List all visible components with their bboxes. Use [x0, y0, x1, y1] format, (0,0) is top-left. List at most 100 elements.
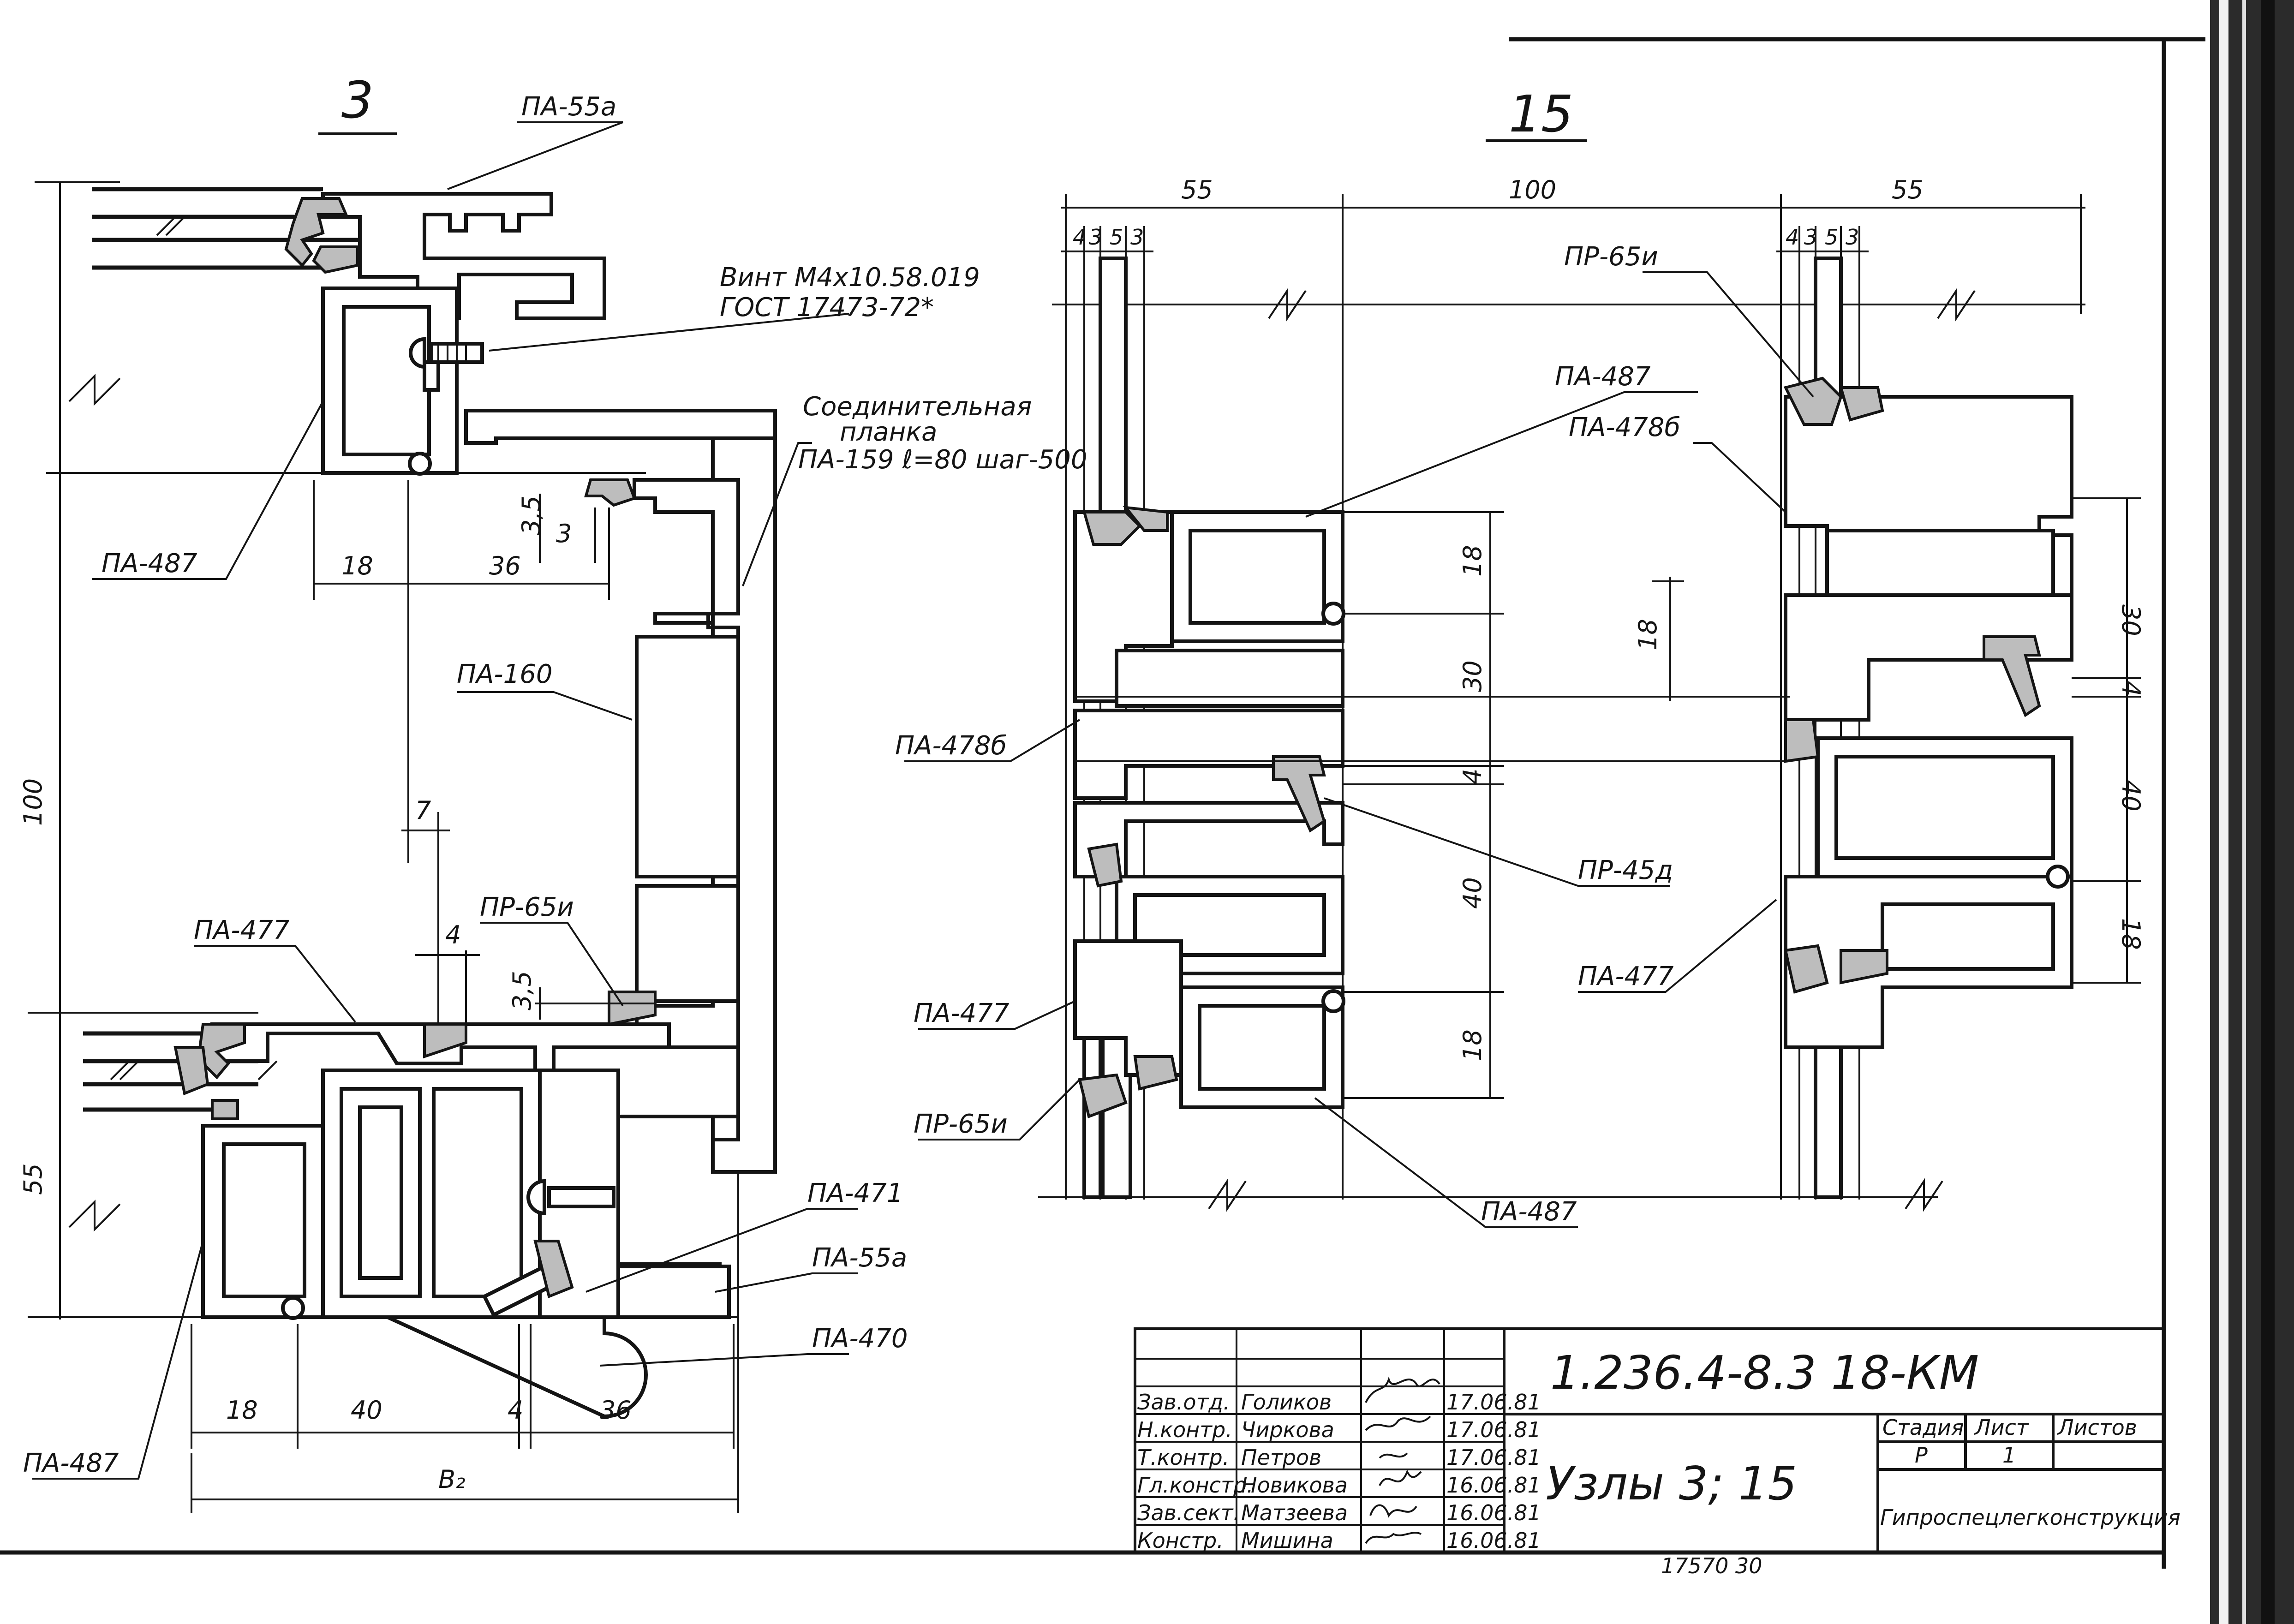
dim-r4: 4 — [2116, 681, 2145, 696]
dim-r18: 18 — [2116, 918, 2145, 950]
seals-bottom — [173, 991, 657, 1299]
left-profile-pa-487-bottom — [1073, 939, 1345, 1109]
label-pa-477-left: ПА-477 — [914, 998, 1010, 1028]
title-block: Зав.отд. Голиков 17.06.81 Н.контр. Чирко… — [1134, 1327, 2180, 1578]
sig-name-1: Чиркова — [1241, 1417, 1334, 1442]
left-profile-pa-487-top — [1170, 510, 1345, 643]
label-pa-478b-left: ПА-478б — [895, 731, 1007, 761]
label-pa-470: ПА-470 — [812, 1324, 908, 1354]
sig-role-0: Зав.отд. — [1137, 1390, 1230, 1415]
dim-small-right-3: 3 — [1846, 225, 1859, 250]
dim-r30: 30 — [2116, 604, 2145, 636]
dim-mid-18: 18 — [1633, 619, 1662, 651]
dim-small-left-3: 3 — [1130, 225, 1144, 250]
label-screw-1: Винт М4х10.58.019 — [720, 263, 980, 293]
sig-date-3: 16.06.81 — [1446, 1473, 1541, 1498]
profile-pa-487-top — [321, 287, 459, 476]
dim-small-left-1: 3 — [1089, 225, 1102, 250]
sig-name-5: Мишина — [1241, 1528, 1333, 1553]
dim-18-top: 18 — [341, 551, 373, 580]
label-pa-471: ПА-471 — [807, 1178, 903, 1208]
right-seals — [1783, 376, 2041, 994]
dim-3-5-top: 3,5 — [517, 496, 546, 535]
label-pa-478b-right: ПА-478б — [1569, 412, 1680, 442]
right-profile-pa-478b — [1784, 395, 2073, 722]
label-pr-65i: ПР-65и — [480, 892, 574, 922]
dim-40-bot: 40 — [351, 1396, 382, 1425]
label-pa-487-top: ПА-487 — [1555, 362, 1651, 392]
label-pa-477-right: ПА-477 — [1578, 961, 1674, 991]
label-plate-1: Соединительная — [803, 392, 1032, 422]
organization: Гипроспецлегконструкция — [1880, 1505, 2180, 1530]
dim-v30-a: 30 — [1458, 660, 1487, 692]
sig-role-2: Т.контр. — [1137, 1445, 1229, 1470]
dim-b2: В₂ — [438, 1465, 466, 1494]
left-profile-pa-478b — [1073, 510, 1344, 878]
node-15-vertical-dimensions — [1075, 497, 2141, 1099]
profile-pa-470 — [321, 1069, 648, 1419]
sheets-header: Листов — [2057, 1415, 2137, 1440]
dim-55-left: 55 — [1181, 175, 1213, 204]
sig-date-5: 16.06.81 — [1446, 1528, 1541, 1553]
dim-small-right-2: 5 — [1825, 225, 1838, 250]
node-15-detail: 15 55 100 55 4 — [895, 84, 2145, 1228]
node-3-leaders — [32, 121, 858, 1480]
dim-3: 3 — [556, 519, 572, 548]
label-pr-65i-top: ПР-65и — [1564, 242, 1658, 272]
node-3-title: 3 — [341, 71, 374, 130]
dim-r40: 40 — [2116, 780, 2145, 812]
stage-value: Р — [1915, 1443, 1928, 1468]
sig-date-1: 17.06.81 — [1446, 1417, 1541, 1442]
profile-pa-487-bottom — [201, 1124, 325, 1320]
label-pa-55a-bottom: ПА-55а — [812, 1243, 907, 1273]
dim-small-left-2: 5 — [1110, 225, 1123, 250]
seals-top — [284, 197, 636, 507]
sig-name-4: Матзеева — [1241, 1500, 1348, 1525]
drawing-number: 1.236.4-8.3 18-КМ — [1550, 1346, 1979, 1400]
label-pr-65i-left: ПР-65и — [914, 1109, 1008, 1139]
sig-role-5: Констр. — [1137, 1528, 1224, 1553]
label-pa-487-bottom: ПА-487 — [23, 1448, 119, 1478]
side-dim-55: 55 — [18, 1163, 48, 1195]
dim-small-right-0: 4 — [1786, 225, 1799, 250]
sig-role-3: Гл.констр. — [1137, 1473, 1254, 1498]
dim-7: 7 — [415, 796, 431, 825]
handwritten-signatures — [1365, 1376, 1440, 1544]
sig-role-1: Н.контр. — [1137, 1417, 1232, 1442]
dim-small-right-1: 3 — [1804, 225, 1817, 250]
dim-36-top: 36 — [489, 551, 521, 580]
dim-4: 4 — [445, 920, 461, 949]
dim-4-bot: 4 — [508, 1396, 523, 1425]
label-screw-2: ГОСТ 17473-72* — [720, 293, 934, 322]
sig-date-0: 17.06.81 — [1446, 1390, 1541, 1415]
label-pa-477: ПА-477 — [194, 915, 290, 945]
label-plate-2: планка — [840, 417, 937, 447]
node-3-detail: 3 100 55 — [18, 71, 1087, 1513]
dim-3-5-bot: 3,5 — [508, 971, 537, 1010]
sig-role-4: Зав.сект. — [1137, 1500, 1240, 1525]
side-dim-100: 100 — [18, 778, 48, 826]
sig-date-2: 17.06.81 — [1446, 1445, 1541, 1470]
drawing-title: Узлы 3; 15 — [1546, 1457, 1797, 1511]
dim-v4-a: 4 — [1458, 769, 1487, 784]
dim-v18-a: 18 — [1458, 545, 1487, 577]
sig-name-3: Новикова — [1241, 1473, 1348, 1498]
profile-pa-160 — [633, 478, 740, 1141]
node-3-dimensions — [191, 480, 739, 1513]
node-15-title: 15 — [1509, 84, 1573, 143]
label-pa-160: ПА-160 — [457, 659, 553, 689]
label-pa-55a-top: ПА-55а — [521, 92, 616, 122]
dim-v18-b: 18 — [1458, 1029, 1487, 1061]
dim-100: 100 — [1509, 175, 1556, 204]
label-plate-3: ПА-159 ℓ=80 шаг-500 — [798, 445, 1087, 475]
sheet-header: Лист — [1974, 1415, 2029, 1440]
dim-18-bot: 18 — [226, 1396, 258, 1425]
node-15-leaders — [904, 271, 1814, 1228]
screw-bottom — [526, 1179, 615, 1216]
screw — [409, 337, 484, 369]
dim-v40-a: 40 — [1458, 877, 1487, 909]
sig-name-2: Петров — [1241, 1445, 1321, 1470]
label-pa-487-top: ПА-487 — [102, 549, 197, 579]
sig-date-4: 16.06.81 — [1446, 1500, 1541, 1525]
